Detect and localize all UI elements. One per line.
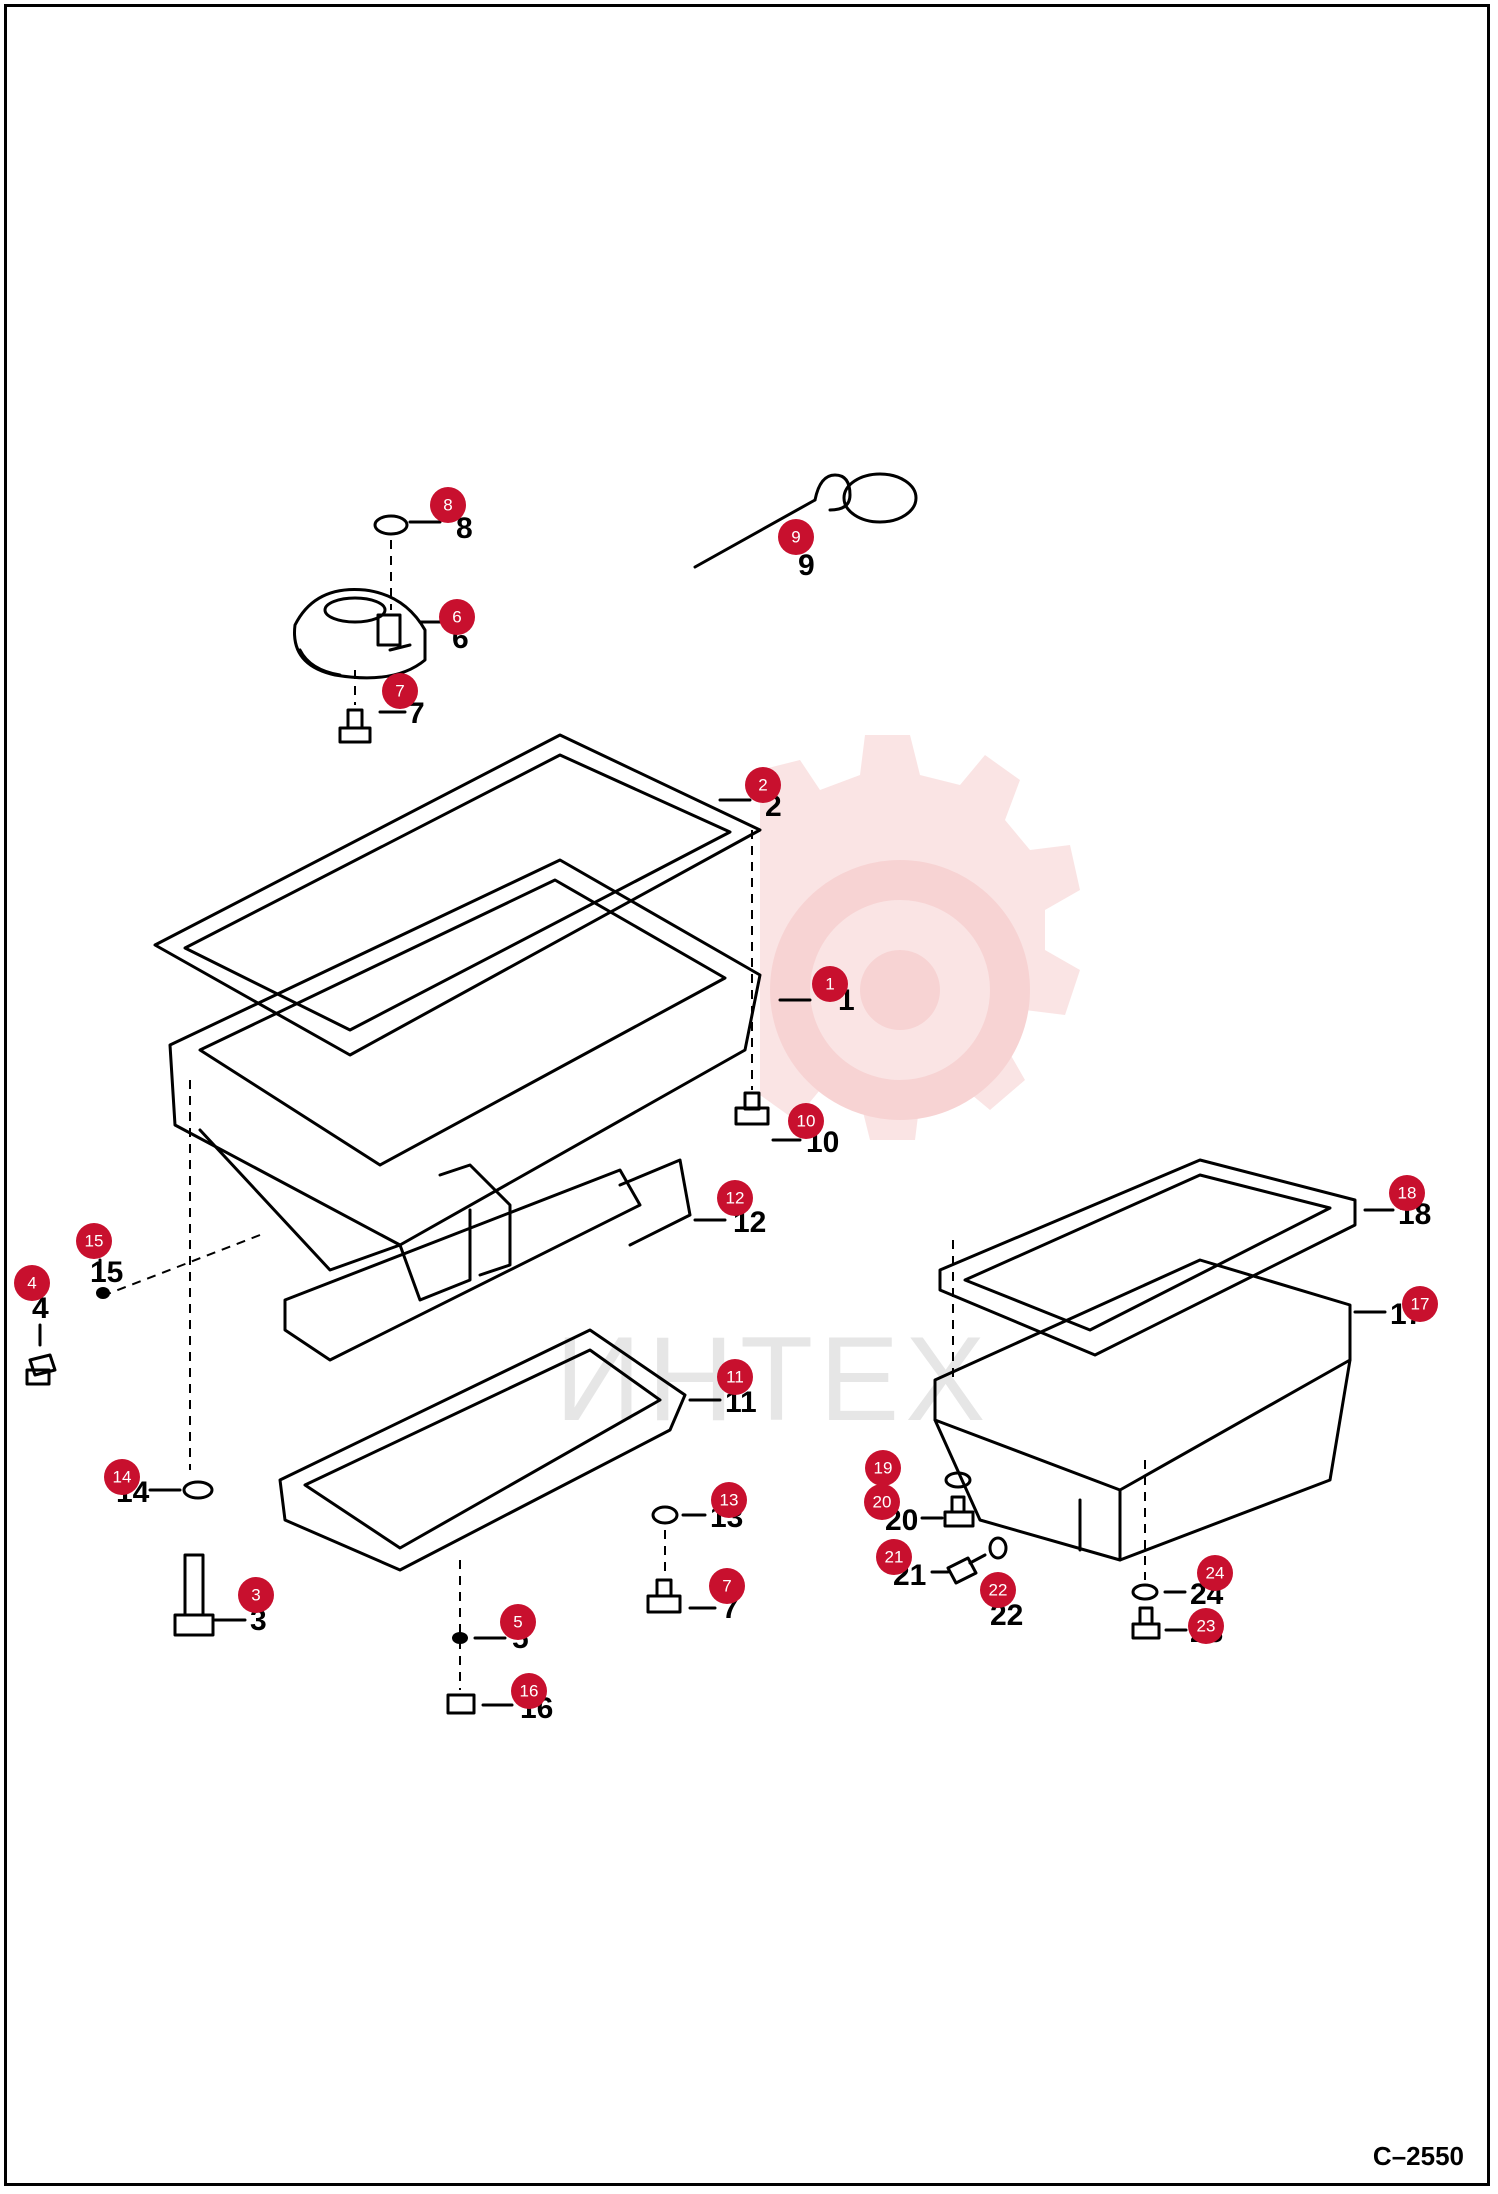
callout-marker[interactable]: 23 [1188, 1608, 1224, 1644]
callout-number: 23 [1197, 1617, 1216, 1636]
part-18-gasket [938, 1158, 1357, 1357]
callout-number: 7 [395, 1991, 404, 2010]
part-8-oring [373, 514, 409, 536]
callout-marker[interactable]: 12 [717, 1180, 753, 1216]
callout-marker[interactable]: 7 [709, 1568, 745, 1604]
callout-number: 12 [726, 1189, 745, 1208]
callout-number: 2 [758, 776, 767, 795]
part-4-plug [25, 1353, 57, 1386]
callout-marker[interactable]: 18 [1389, 1175, 1425, 1211]
part-6-filler-housing [293, 587, 427, 680]
callout-marker[interactable]: 1 [812, 966, 848, 1002]
part-19-washer [944, 1471, 972, 1489]
printed-label: 9 [798, 549, 815, 582]
callout-marker[interactable]: 14 [104, 1459, 140, 1495]
callout-marker[interactable]: 16 [511, 1673, 547, 1709]
callout-number: 21 [885, 1548, 904, 1567]
callout-number: 8 [443, 496, 452, 515]
printed-part-numbers: 1 2 3 4 5 6 7 7 7 8 9 10 11 12 13 14 15 … [32, 512, 1431, 1725]
callout-number: 14 [113, 1468, 132, 1487]
printed-label: 8 [456, 512, 473, 545]
callout-number: 3 [251, 1586, 260, 1605]
part-7-bolt-top [338, 708, 372, 744]
part-21-plug [946, 1553, 987, 1585]
part-1-oil-pan [168, 858, 762, 1302]
callout-marker[interactable]: 22 [980, 1572, 1016, 1608]
callout-number: 7 [722, 1577, 731, 1596]
callout-number: 4 [27, 1274, 36, 1293]
callout-marker[interactable]: 20 [864, 1484, 900, 1520]
callout-number: 22 [989, 1581, 1008, 1600]
callout-marker[interactable]: 3 [238, 1577, 274, 1613]
part-lower-gasket-frame [283, 1168, 642, 1362]
callout-number: 16 [520, 1682, 539, 1701]
callout-marker[interactable]: 24 [1197, 1555, 1233, 1591]
part-9-dipstick [693, 472, 918, 569]
callout-number: 13 [720, 1491, 739, 1510]
part-3-bolt [173, 1553, 215, 1637]
part-2-upper-gasket [153, 733, 762, 1057]
callout-number: 10 [797, 1112, 816, 1131]
part-14-washer [182, 1480, 214, 1500]
part-16-plug [446, 1693, 476, 1715]
callout-number: 24 [1206, 1564, 1225, 1583]
part-13-washer [651, 1505, 679, 1525]
callout-marker[interactable]: 11 [717, 1359, 753, 1395]
callout-marker[interactable]: 10 [788, 1103, 824, 1139]
callout-marker[interactable]: 5 [500, 1604, 536, 1640]
callout-markers: 1 2 3 4 5 6 7 7 7 8 9 10 11 12 13 14 15 … [14, 487, 1438, 2010]
part-23-bolt [1131, 1606, 1161, 1640]
printed-label: 15 [90, 1256, 123, 1289]
callout-number: 15 [85, 1232, 104, 1251]
callout-marker[interactable]: 13 [711, 1482, 747, 1518]
part-5-washer [452, 1632, 468, 1644]
callout-number: 6 [452, 608, 461, 627]
callout-marker[interactable]: 9 [778, 519, 814, 555]
callout-number: 17 [1411, 1295, 1430, 1314]
callout-number: 5 [513, 1613, 522, 1632]
part-10-bolt [734, 1091, 770, 1126]
callout-number: 7 [395, 682, 404, 701]
watermark-text: ИНТЕХ [555, 1312, 991, 1446]
callout-marker[interactable]: 15 [76, 1223, 112, 1259]
part-15-washer [96, 1287, 110, 1299]
part-12-bracket [618, 1158, 692, 1247]
part-17-oil-pan [933, 1258, 1352, 1562]
callout-number: 9 [791, 528, 800, 547]
callout-marker[interactable]: 19 [865, 1450, 901, 1486]
callout-marker[interactable]: 4 [14, 1265, 50, 1301]
part-22-washer [988, 1536, 1008, 1560]
callout-marker[interactable]: 17 [1402, 1286, 1438, 1322]
callout-number: 11 [726, 1368, 744, 1387]
part-11-lower-gasket [278, 1328, 687, 1572]
callout-number: 19 [874, 1459, 893, 1478]
part-7-bolt-mid [646, 1578, 682, 1614]
part-20-bolt [943, 1495, 975, 1528]
callout-number: 18 [1398, 1184, 1417, 1203]
callout-marker[interactable]: 6 [439, 599, 475, 635]
watermark-gear-icon [760, 735, 1080, 1140]
callout-number: 20 [873, 1493, 892, 1512]
callout-marker[interactable]: 21 [876, 1539, 912, 1575]
callout-marker[interactable]: 2 [745, 767, 781, 803]
diagram-frame [4, 4, 1490, 2186]
callout-number: 1 [825, 975, 834, 994]
callout-marker[interactable]: 7 [382, 673, 418, 709]
part-24-washer [1131, 1583, 1159, 1601]
callout-marker[interactable]: 8 [430, 487, 466, 523]
printed-label: 7 [408, 697, 425, 730]
drawing-code: C–2550 [1372, 2141, 1464, 2171]
